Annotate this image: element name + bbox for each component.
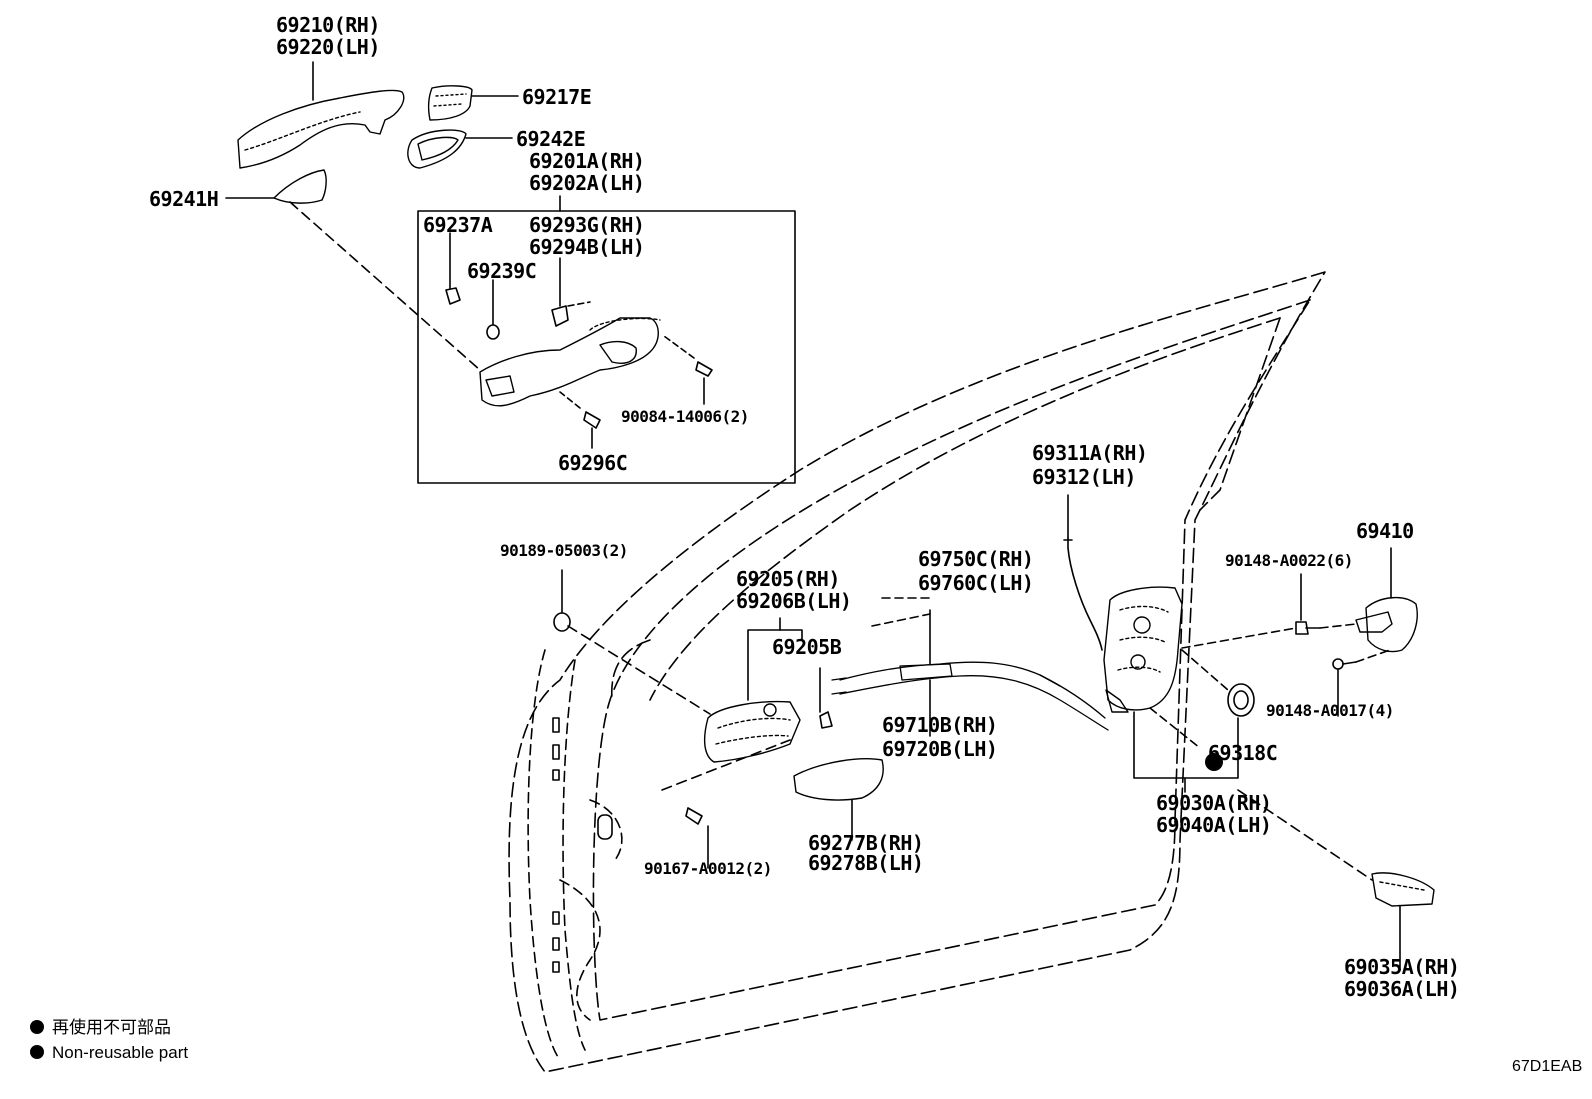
handle-pad-rear-part: [273, 169, 327, 204]
label-69202A: 69202A(LH): [529, 171, 645, 195]
label-69035A: 69035A(RH): [1344, 955, 1460, 979]
cable-assembly-part: [831, 661, 1109, 731]
label-90148-A0022: 90148-A0022(6): [1225, 551, 1353, 570]
label-69040A: 69040A(LH): [1156, 813, 1272, 837]
screw-90148-A0017-part: [1332, 658, 1357, 670]
bolt-69296C-part: [559, 391, 601, 429]
label-69318C: 69318C: [1208, 741, 1278, 765]
handle-cover-part: [427, 85, 473, 121]
clip-69237A-part: [445, 287, 461, 305]
door-lock-assembly-part: [1103, 586, 1183, 713]
legend-non-reusable-ja: 再使用不可部品: [30, 1016, 171, 1040]
label-69293G: 69293G(RH): [529, 213, 645, 237]
screw-90167-part: [685, 807, 703, 825]
screw-90148-A0022-part: [1295, 621, 1321, 635]
label-69030A: 69030A(RH): [1156, 791, 1272, 815]
part-69205B: [819, 711, 833, 729]
label-69710B: 69710B(RH): [882, 713, 998, 737]
label-69294B: 69294B(LH): [529, 235, 645, 259]
screw-90084-part: [663, 335, 713, 377]
label-69296C: 69296C: [558, 451, 628, 475]
label-69036A: 69036A(LH): [1344, 977, 1460, 1001]
label-69720B: 69720B(LH): [882, 737, 998, 761]
door-frame-pillar: [527, 649, 623, 1061]
label-90167: 90167-A0012(2): [644, 859, 772, 878]
label-69750C: 69750C(RH): [918, 547, 1034, 571]
label-69312: 69312(LH): [1032, 465, 1136, 489]
label-69220: 69220(LH): [276, 35, 380, 59]
lever-69293G-part: [551, 305, 569, 327]
lock-cover-69035A-part: [1371, 872, 1435, 907]
door-frame-outline: [508, 271, 1326, 1073]
label-69278B: 69278B(LH): [808, 851, 924, 875]
label-69210: 69210(RH): [276, 13, 380, 37]
non-reusable-bullet-icon: [30, 1045, 44, 1059]
label-69205: 69205(RH): [736, 567, 840, 591]
inside-handle-part: [703, 700, 801, 763]
label-69237A: 69237A: [423, 213, 493, 237]
outside-handle-part: [237, 89, 405, 169]
lock-rod-part: [1063, 537, 1103, 651]
cushion-69239C-part: [486, 324, 500, 340]
label-69205B: 69205B: [772, 635, 842, 659]
label-69217E: 69217E: [522, 85, 592, 109]
gasket-69318C-part: [1227, 683, 1255, 717]
label-69206B: 69206B(LH): [736, 589, 852, 613]
label-90084: 90084-14006(2): [621, 407, 749, 426]
legend-ja-text: 再使用不可部品: [52, 1018, 171, 1037]
door-frame-holes: [552, 717, 613, 973]
label-69277B: 69277B(RH): [808, 831, 924, 855]
label-69760C: 69760C(LH): [918, 571, 1034, 595]
handle-pad-part: [407, 129, 467, 169]
legend-non-reusable-en: Non-reusable part: [30, 1041, 188, 1065]
assembly-line-handle: [289, 201, 481, 371]
bracket-69205: [747, 629, 803, 701]
label-69201A: 69201A(RH): [529, 149, 645, 173]
handle-frame-part: [479, 317, 661, 407]
non-reusable-bullet-icon: [30, 1020, 44, 1034]
bezel-69277B-part: [793, 758, 884, 801]
label-90189: 90189-05003(2): [500, 541, 628, 560]
washer-90189-part: [553, 612, 571, 632]
label-69239C: 69239C: [467, 259, 537, 283]
label-69311A: 69311A(RH): [1032, 441, 1148, 465]
frame-assembly-box: [417, 210, 796, 484]
striker-69410-part: [1355, 597, 1418, 653]
label-69410: 69410: [1356, 519, 1414, 543]
diagram-code: 67D1EAB: [1512, 1058, 1583, 1075]
non-reusable-marker-icon: [1205, 753, 1223, 771]
label-69242E: 69242E: [516, 127, 586, 151]
legend-en-text: Non-reusable part: [52, 1043, 189, 1062]
label-90148-A0017: 90148-A0017(4): [1266, 701, 1394, 720]
label-69241H: 69241H: [149, 187, 219, 211]
bracket-69030A: [1133, 711, 1239, 779]
